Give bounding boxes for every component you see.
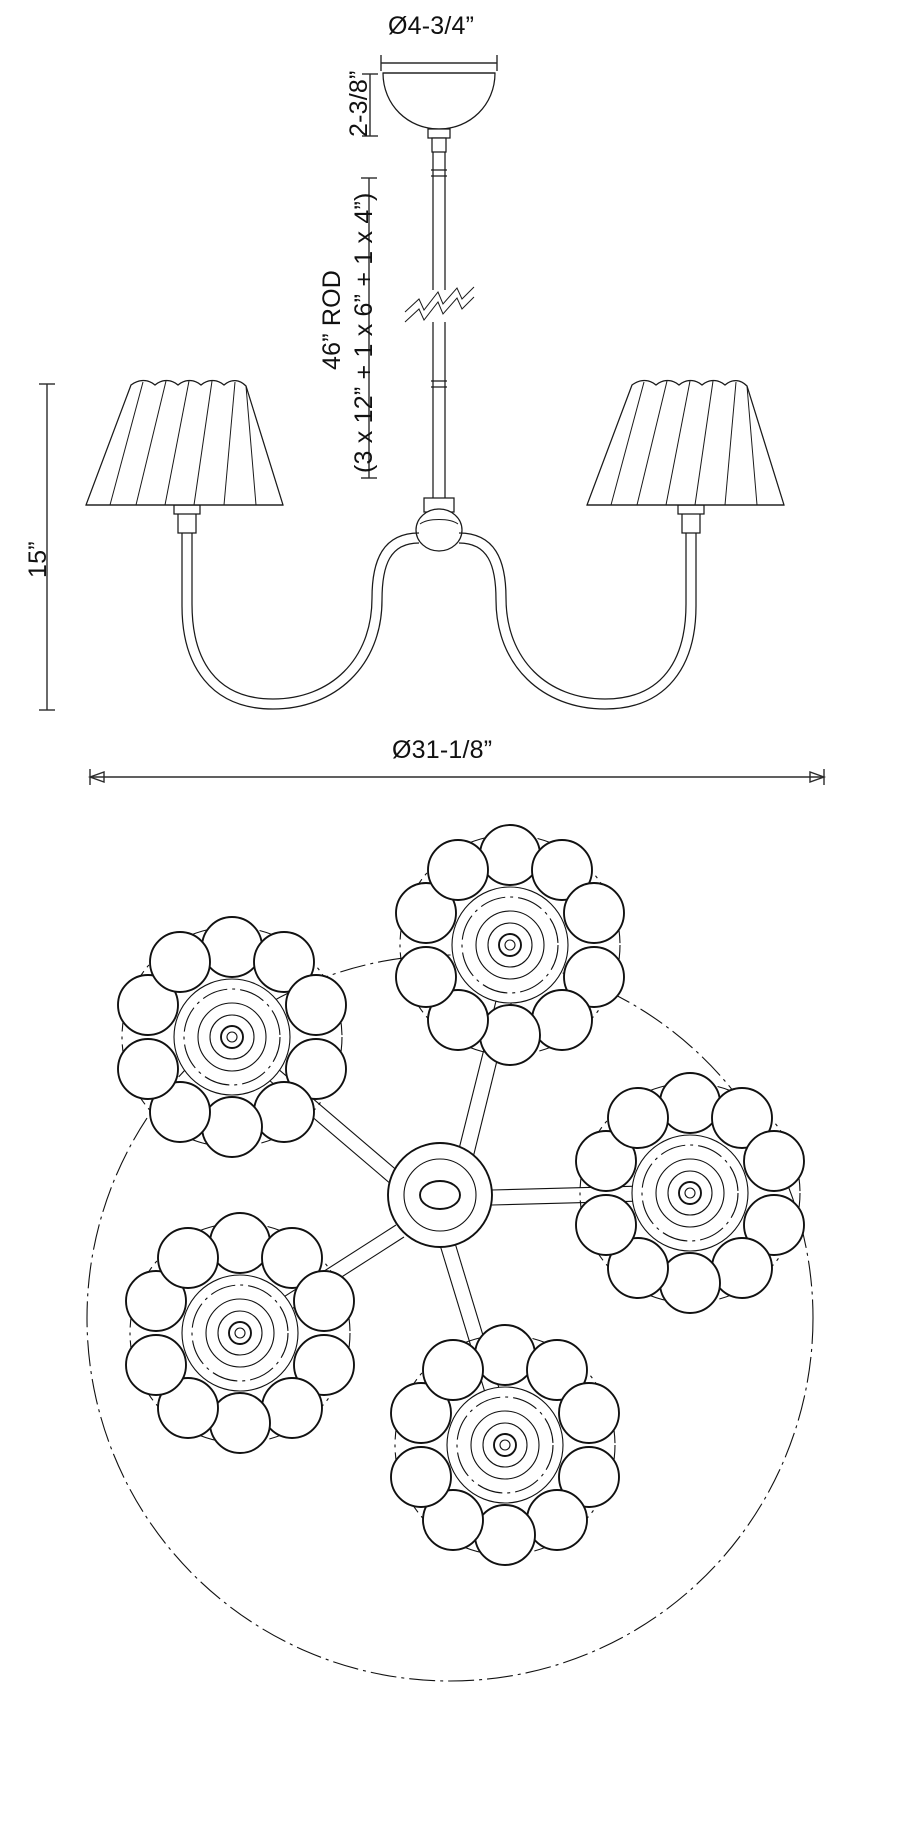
canopy-height-label: 2-3/8” (345, 70, 373, 137)
fixture-height-label: 15” (24, 541, 52, 578)
plan-shade-upper-left (117, 916, 347, 1158)
shade-assembly-left (85, 379, 284, 534)
socket-right (677, 504, 705, 534)
plan-shade-petals (125, 1212, 355, 1454)
shade-assembly-right (586, 379, 785, 534)
canopy-collar (427, 128, 451, 153)
canopy-height-dimension (362, 73, 378, 137)
rod-length-label: 46” ROD (318, 269, 346, 370)
canopy-diameter-dimension (380, 55, 498, 71)
plan-shade-petals (395, 824, 625, 1066)
plan-view (86, 824, 814, 1682)
plan-shade-top (395, 824, 625, 1066)
socket-left (173, 504, 201, 534)
plan-shade-petals (575, 1072, 805, 1314)
fixture-height-dimension (39, 383, 55, 711)
rod-break-symbol (404, 286, 475, 323)
lamp-shade-left (85, 379, 284, 506)
downrod (431, 152, 447, 500)
plan-shade-petals (117, 916, 347, 1158)
rod-breakdown-label: (3 x 12” + 1 x 6” + 1 x 4”) (350, 192, 378, 473)
rod-dimension (361, 177, 377, 479)
arm-right (458, 530, 697, 710)
center-hub (415, 497, 463, 552)
plan-shade-right (575, 1072, 805, 1314)
lamp-shade-right (586, 379, 785, 506)
fixture-diameter-dimension (87, 769, 827, 785)
plan-shade-lower-left (125, 1212, 355, 1454)
canopy (382, 72, 496, 130)
plan-outer-boundary-circle (86, 954, 814, 1682)
plan-shade-petals (390, 1324, 620, 1566)
arm-left (181, 530, 420, 710)
plan-center-hub (387, 1142, 493, 1248)
plan-shade-bottom (390, 1324, 620, 1566)
canopy-diameter-label: Ø4-3/4” (388, 12, 475, 40)
fixture-diameter-label: Ø31-1/8” (392, 736, 493, 764)
elevation-view (39, 55, 827, 785)
